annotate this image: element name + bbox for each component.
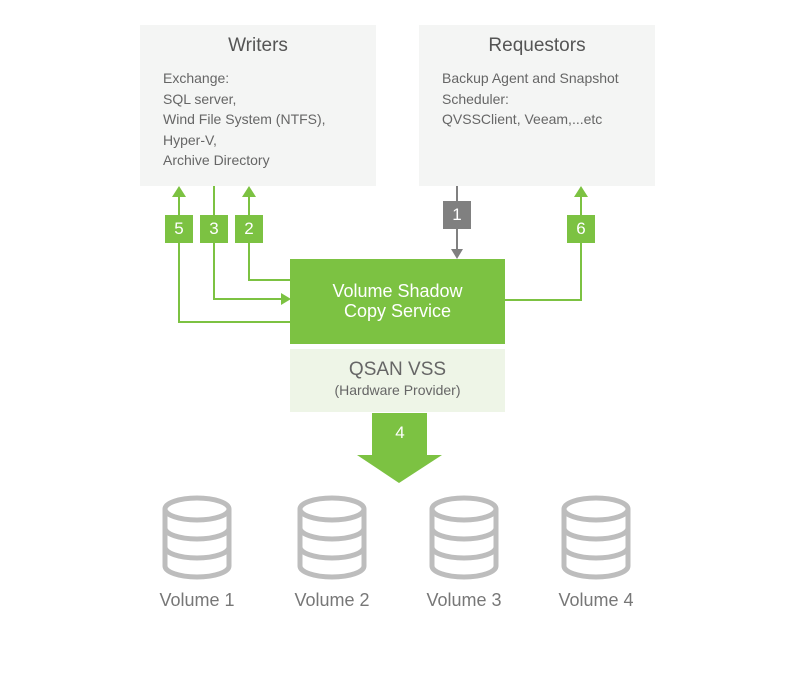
- step-5-badge: 5: [165, 215, 193, 243]
- writer-item: SQL server,: [163, 90, 237, 107]
- requestors-title: Requestors: [488, 35, 586, 56]
- vss-box: Volume Shadow Copy Service: [290, 259, 505, 344]
- writers-box: Writers Exchange: SQL server, Wind File …: [140, 25, 376, 186]
- writer-item: Wind File System (NTFS),: [163, 111, 326, 127]
- arrowhead-1: [451, 249, 463, 259]
- arrowhead-2: [242, 186, 256, 197]
- arrowhead-6: [574, 186, 588, 197]
- database-icon: [429, 495, 499, 580]
- volume-label: Volume 3: [426, 590, 502, 610]
- vss-title-line1: Volume Shadow: [332, 281, 463, 301]
- step-1-badge: 1: [443, 201, 471, 229]
- step-4-label: 4: [395, 423, 405, 442]
- volume-label: Volume 2: [294, 590, 370, 610]
- volume-label: Volume 4: [558, 590, 634, 610]
- requestors-list: Backup Agent and Snapshot Scheduler: QVS…: [442, 68, 619, 130]
- step-3-badge: 3: [200, 215, 228, 243]
- requestors-box: Requestors Backup Agent and Snapshot Sch…: [419, 25, 655, 186]
- volume-1: Volume 1: [137, 495, 257, 611]
- writers-list: Exchange: SQL server, Wind File System (…: [163, 68, 326, 171]
- provider-box: QSAN VSS (Hardware Provider): [290, 349, 505, 412]
- volume-4: Volume 4: [536, 495, 656, 611]
- database-icon: [162, 495, 232, 580]
- database-icon: [561, 495, 631, 580]
- provider-name: QSAN VSS: [348, 359, 447, 380]
- writers-title: Writers: [228, 35, 288, 56]
- database-icon: [297, 495, 367, 580]
- step-6-badge: 6: [567, 215, 595, 243]
- step-2-badge: 2: [235, 215, 263, 243]
- writer-item: Exchange:: [163, 70, 230, 86]
- requestor-item: QVSSClient, Veeam,...etc: [442, 111, 603, 127]
- arrow-4: [357, 413, 442, 483]
- volume-2: Volume 2: [272, 495, 392, 611]
- requestor-item: Backup Agent and Snapshot: [442, 70, 619, 86]
- vss-title-line2: Copy Service: [343, 301, 452, 321]
- writer-item: Archive Directory: [163, 152, 270, 168]
- arrowhead-5: [172, 186, 186, 197]
- volume-3: Volume 3: [404, 495, 524, 611]
- requestor-item: Scheduler:: [442, 90, 509, 107]
- writer-item: Hyper-V,: [163, 131, 217, 148]
- provider-subtitle: (Hardware Provider): [334, 382, 461, 398]
- arrowhead-3: [281, 293, 291, 305]
- connector-6: [505, 196, 582, 301]
- volume-label: Volume 1: [159, 590, 235, 610]
